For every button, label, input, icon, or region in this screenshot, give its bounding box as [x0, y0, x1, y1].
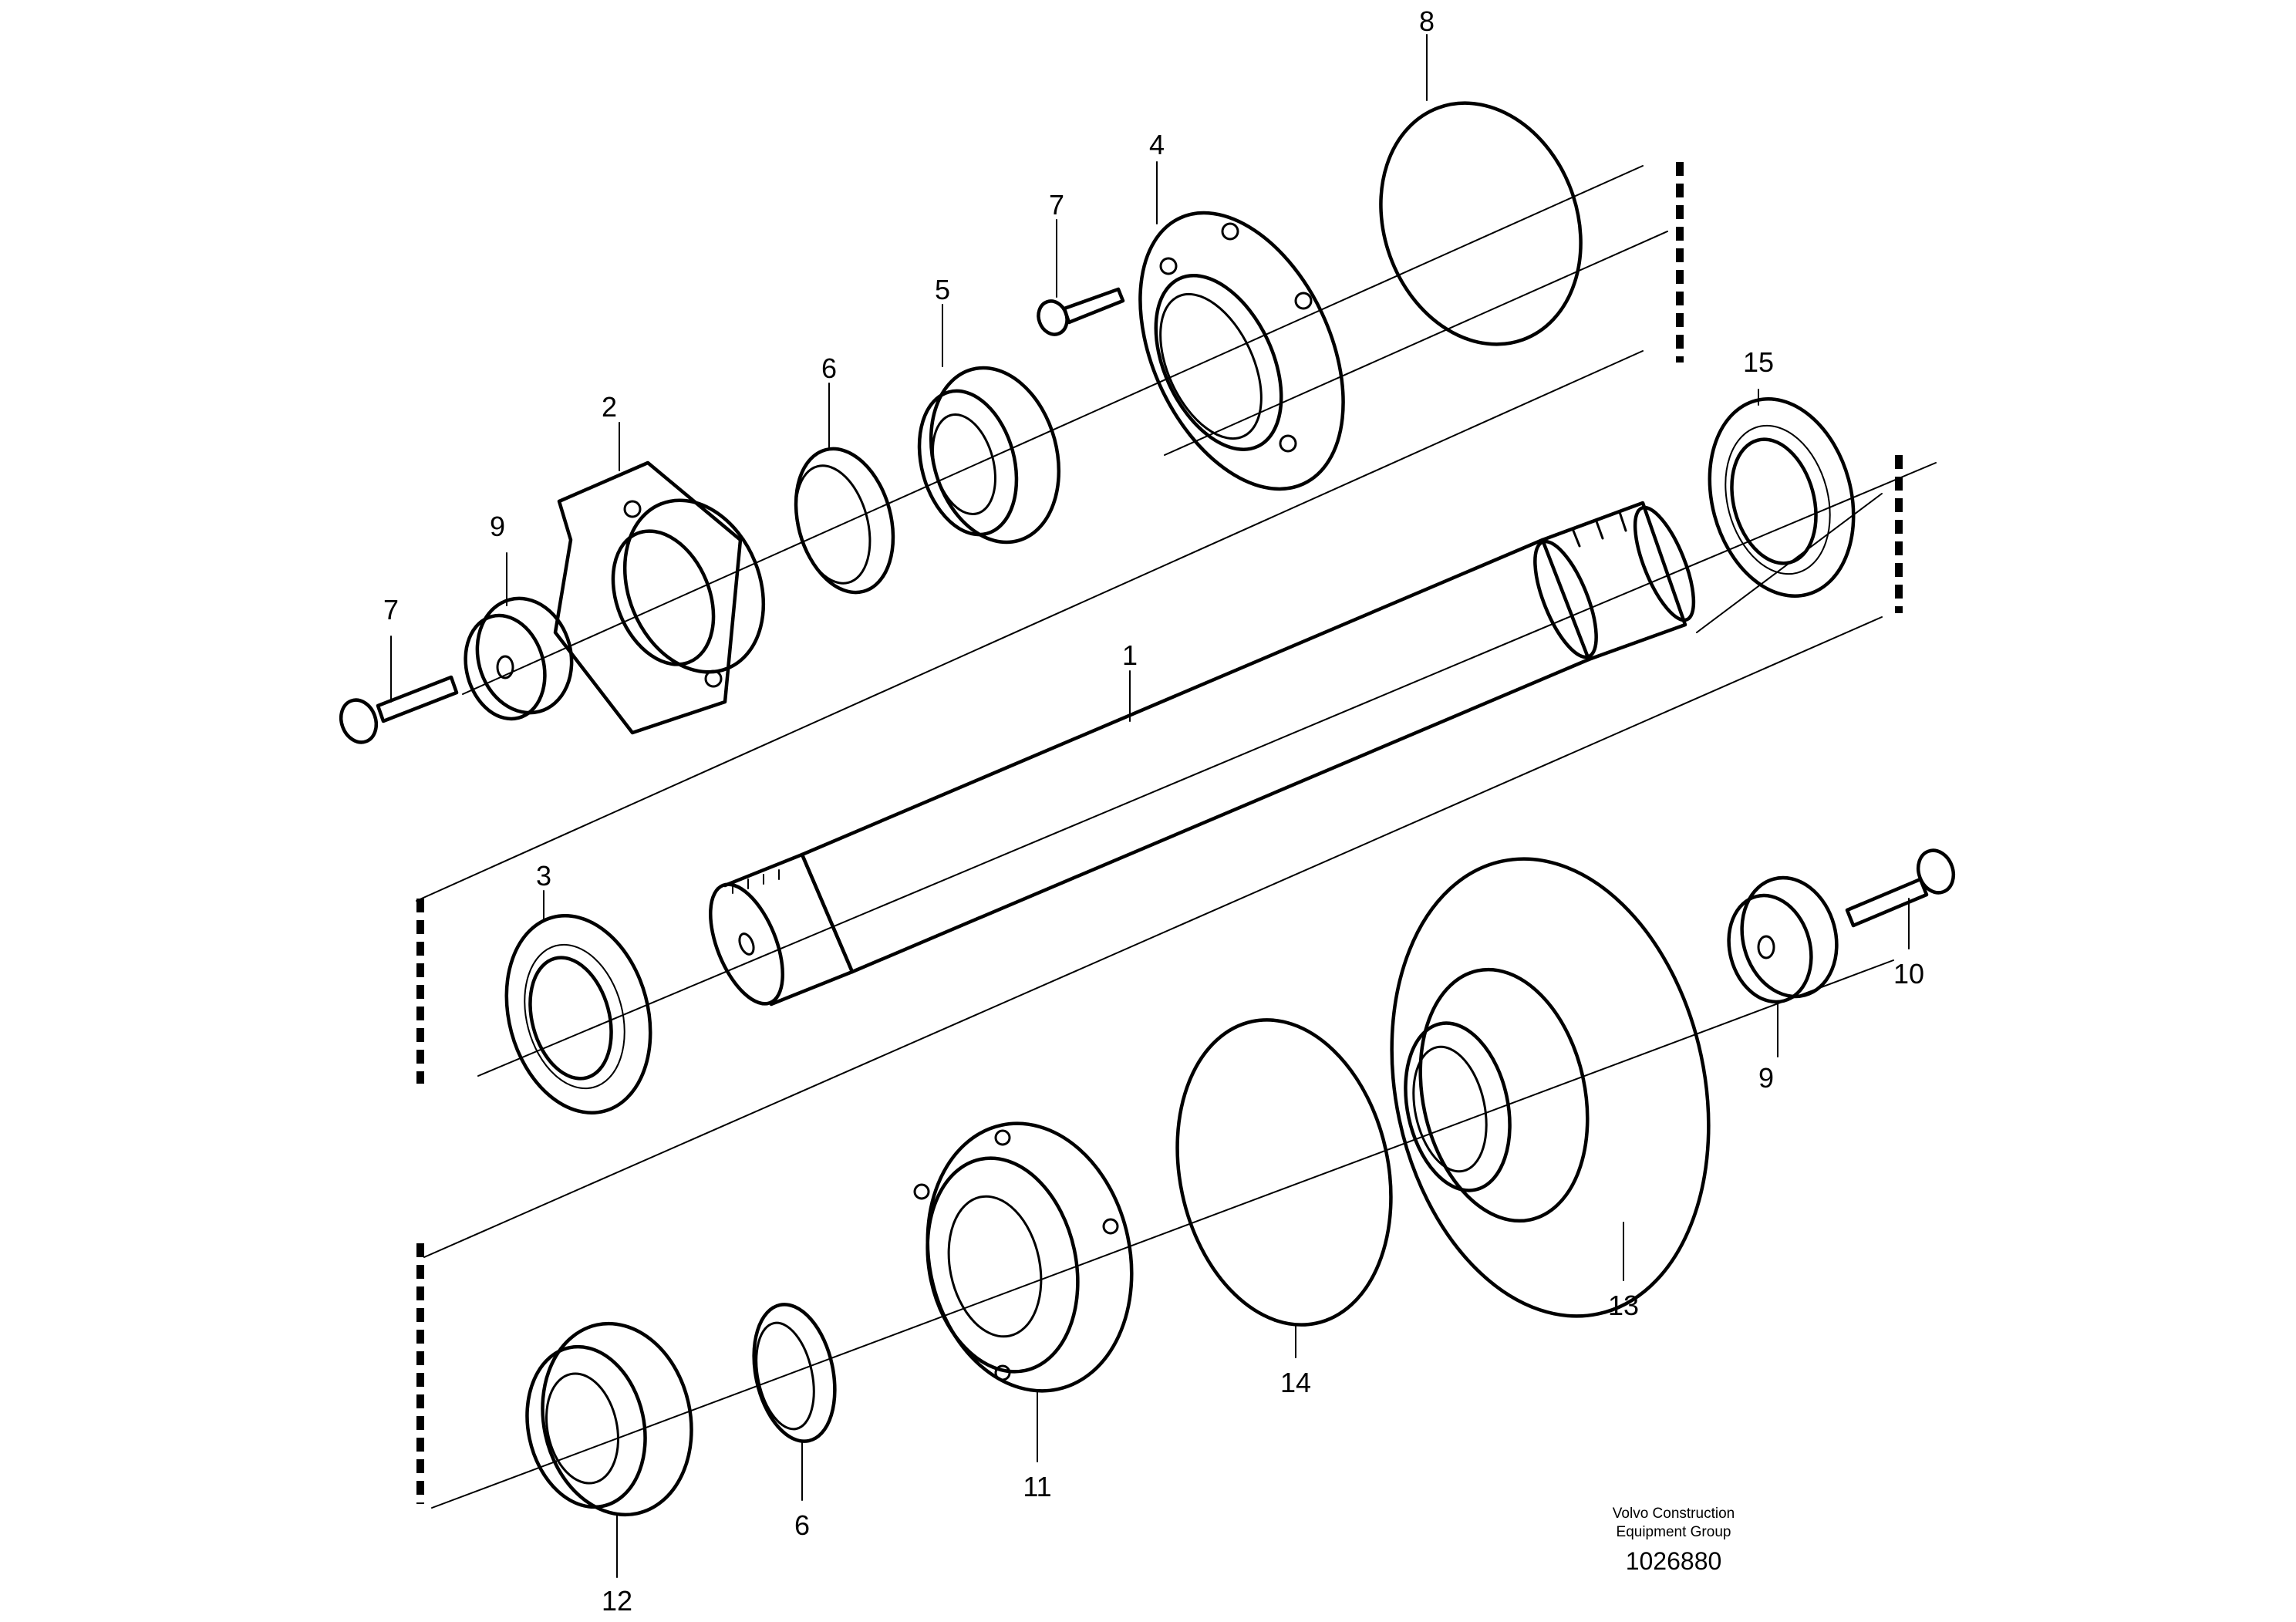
credit-line-2: Equipment Group [1617, 1524, 1731, 1540]
spacer-ring-top [794, 447, 895, 595]
label-part-14: 14 [1280, 1367, 1311, 1398]
mid-boundary-line [423, 616, 1883, 1258]
label-part-9-left: 9 [490, 511, 505, 542]
label-part-8: 8 [1419, 5, 1435, 37]
credit-line-1: Volvo Construction [1613, 1506, 1735, 1522]
assembly-boundaries [416, 162, 1903, 1504]
label-part-10: 10 [1893, 958, 1924, 990]
credit-block: Volvo Construction Equipment Group 10268… [1613, 1506, 1735, 1575]
label-part-15: 15 [1743, 346, 1774, 378]
part-labels: 1 2 3 4 5 6 6 7 7 8 9 9 10 11 12 13 14 1… [383, 5, 1924, 1617]
leader-lines [390, 34, 1910, 1578]
bolt-top [1037, 287, 1125, 336]
label-part-4: 4 [1149, 129, 1165, 160]
label-part-9-right: 9 [1758, 1062, 1774, 1094]
top-boundary-line-2 [1164, 231, 1668, 456]
bearing-housing-top [1138, 211, 1345, 491]
washer-left [464, 596, 574, 721]
spacer-ring-bottom [752, 1303, 837, 1443]
bolt-right [1845, 848, 1956, 928]
label-part-13: 13 [1608, 1290, 1639, 1321]
output-flange-disc [1390, 857, 1711, 1318]
label-part-7-top: 7 [1049, 189, 1064, 221]
label-part-11: 11 [1023, 1471, 1051, 1502]
o-ring-bottom [1175, 1018, 1393, 1327]
washer-right [1727, 875, 1839, 1004]
o-ring-top [1379, 101, 1583, 346]
document-number: 1026880 [1626, 1547, 1722, 1575]
axis-lines [431, 165, 1937, 1509]
middle-axis-line [477, 462, 1937, 1077]
label-part-6-top: 6 [821, 352, 837, 384]
label-part-2: 2 [602, 391, 617, 423]
top-boundary-line [416, 350, 1644, 902]
label-part-3: 3 [536, 860, 551, 892]
seal-ring-left [504, 914, 652, 1114]
ball-bearing-top [917, 366, 1061, 545]
label-part-12: 12 [602, 1585, 632, 1617]
label-part-6-bottom: 6 [794, 1509, 810, 1541]
lower-axis-line [431, 959, 1894, 1509]
bearing-housing-bottom [913, 1121, 1134, 1393]
shaft [709, 501, 1696, 1007]
label-part-1: 1 [1122, 639, 1138, 671]
yoke-flange [553, 460, 766, 735]
label-part-7-left: 7 [383, 594, 399, 626]
ball-bearing-bottom [525, 1321, 693, 1517]
bolt-left [339, 675, 459, 744]
label-part-5: 5 [935, 274, 950, 305]
seal-ring-right [1708, 397, 1856, 598]
